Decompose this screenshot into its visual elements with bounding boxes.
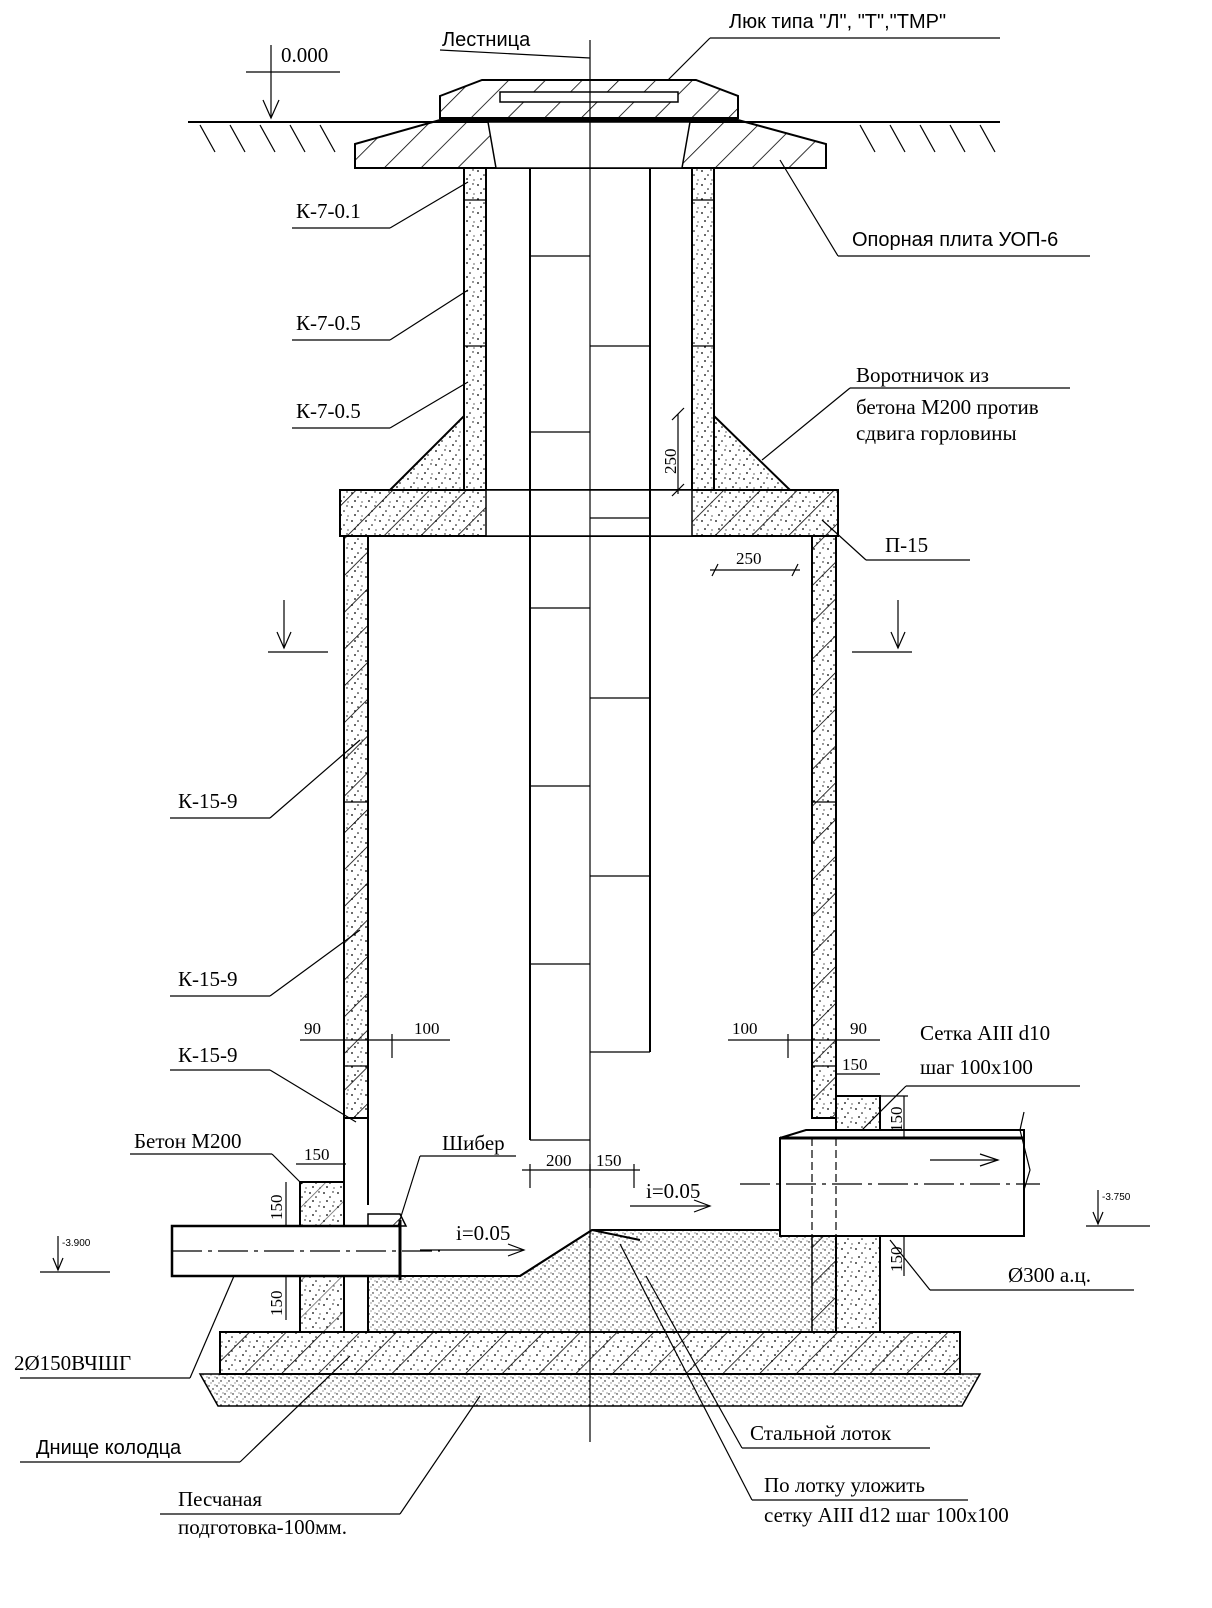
gate-label: Шибер <box>442 1131 505 1155</box>
sand-label-2: подготовка-100мм. <box>178 1515 347 1539</box>
dim-concrete-w: 150 <box>304 1145 330 1164</box>
ladder <box>529 40 651 1442</box>
ring-k15-9-c-label: К-15-9 <box>178 1043 238 1067</box>
tray-mesh-label-2: сетку AIII d12 шаг 100х100 <box>764 1503 1009 1527</box>
level-mark-left: -3.900 <box>40 1236 110 1273</box>
section-arrows <box>268 600 912 653</box>
dim-wall-left: 90 <box>304 1019 321 1038</box>
tray-mesh-label-1: По лотку уложить <box>764 1473 925 1497</box>
support-plate-label: Опорная плита УОП-6 <box>852 229 1058 251</box>
dim-wall-right: 90 <box>850 1019 867 1038</box>
ring-k7-01-label: К-7-0.1 <box>296 199 361 223</box>
level-mark-top: 0.000 <box>246 43 340 120</box>
dim-wall-offset: 250 <box>736 549 762 568</box>
ring-k7-05-a-label: К-7-0.5 <box>296 311 361 335</box>
dimension-lines <box>285 407 908 1320</box>
level-right-label: -3.750 <box>1102 1192 1131 1203</box>
concrete-collar <box>387 413 793 491</box>
level-left-label: -3.900 <box>62 1238 91 1249</box>
collar-label-1: Воротничок из <box>856 363 989 387</box>
bottom-label: Днище колодца <box>36 1437 182 1459</box>
labels: Люк типа "Л", "Т","ТМР" Лестница Опорная… <box>14 11 1091 1539</box>
pipe-right-label: Ø300 а.ц. <box>1008 1263 1091 1287</box>
collar-label-3: сдвига горловины <box>856 421 1017 445</box>
concrete-label: Бетон М200 <box>134 1129 241 1153</box>
dim-gap-left: 100 <box>414 1019 440 1038</box>
dim-gap-right: 100 <box>732 1019 758 1038</box>
steel-tray-label: Стальной лоток <box>750 1421 892 1445</box>
slab-p15-label: П-15 <box>885 533 928 557</box>
ring-k7-05-b-label: К-7-0.5 <box>296 399 361 423</box>
collar-label-2: бетона М200 против <box>856 395 1039 419</box>
dim-tray-b: 150 <box>596 1151 622 1170</box>
ring-k15-9-b-label: К-15-9 <box>178 967 238 991</box>
hatch-label: Люк типа "Л", "Т","ТМР" <box>729 11 946 33</box>
manhole-cover <box>439 79 739 119</box>
dim-pipe-right-h: 150 <box>887 1247 906 1273</box>
chamber-walls <box>343 535 837 1205</box>
dim-mesh-w: 150 <box>842 1055 868 1074</box>
mesh-label-2: шаг 100х100 <box>920 1055 1033 1079</box>
dim-concrete-h-top: 150 <box>267 1195 286 1221</box>
pipe-right <box>740 1111 1040 1237</box>
bottom-slab <box>219 1331 961 1375</box>
level-mark-right: -3.750 <box>1086 1190 1150 1227</box>
ring-k15-9-a-label: К-15-9 <box>178 789 238 813</box>
sand-bed <box>198 1373 982 1407</box>
mesh-label-1: Сетка AIII d10 <box>920 1021 1050 1045</box>
slope-left-label: i=0.05 <box>456 1221 510 1245</box>
tray-fill <box>367 1228 837 1333</box>
dim-concrete-h-bottom: 150 <box>267 1291 286 1317</box>
dim-mesh-h: 150 <box>887 1107 906 1133</box>
ladder-label: Лестница <box>442 29 531 51</box>
slope-right-label: i=0.05 <box>646 1179 700 1203</box>
leader-lines <box>20 37 1134 1515</box>
pipe-left <box>170 1213 440 1280</box>
dim-collar-height: 250 <box>661 449 680 475</box>
sand-label-1: Песчаная <box>178 1487 262 1511</box>
level-top-label: 0.000 <box>281 43 328 67</box>
pipe-left-label: 2Ø150ВЧШГ <box>14 1351 131 1375</box>
dim-tray-a: 200 <box>546 1151 572 1170</box>
flow-arrows <box>420 1153 1000 1257</box>
neck-rings <box>463 167 715 491</box>
slab-p15 <box>339 489 839 537</box>
dimension-texts: 250 250 90 100 100 90 150 150 150 150 15… <box>267 449 906 1317</box>
